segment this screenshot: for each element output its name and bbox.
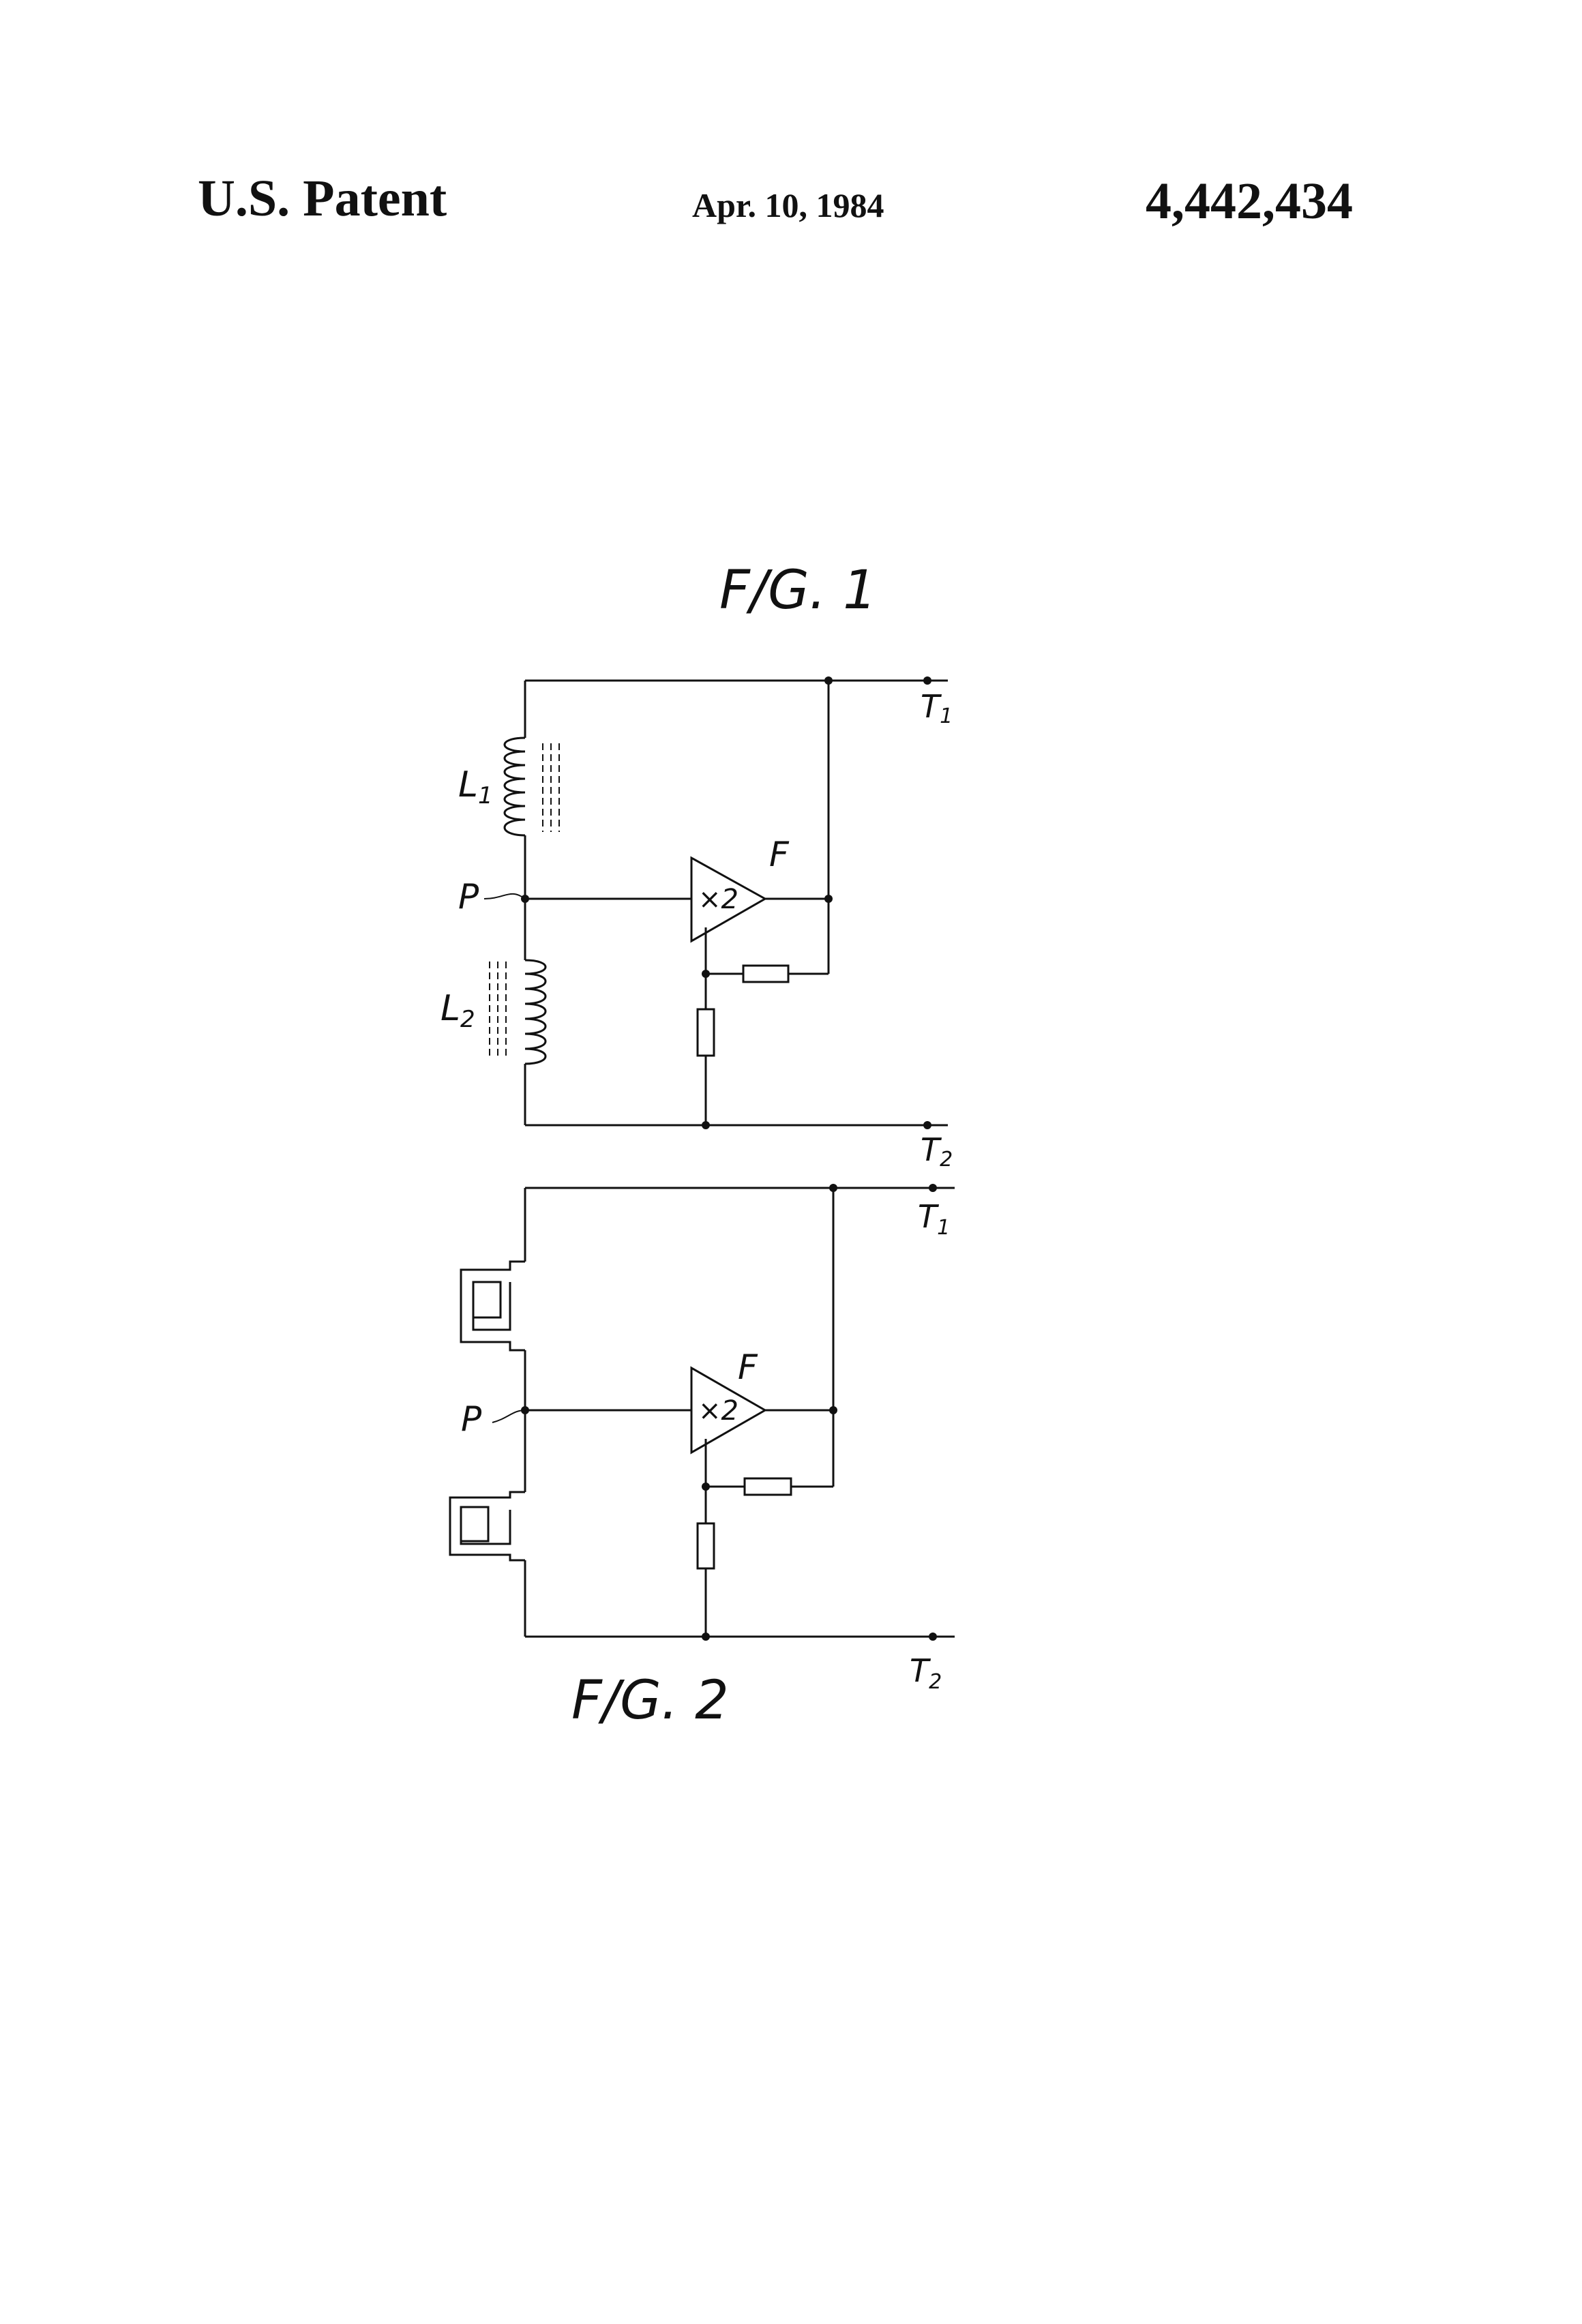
figure-2-wires <box>524 1187 955 1638</box>
junction-dot <box>702 1121 710 1129</box>
patent-date: Apr. 10, 1984 <box>692 186 884 224</box>
amplifier-gain-label: ×2 <box>698 884 738 915</box>
junction-dot <box>829 1406 837 1414</box>
junction-dot <box>824 676 833 685</box>
terminal-t1-dot <box>929 1184 937 1192</box>
junction-dot <box>702 1483 710 1491</box>
node-p-label: P <box>461 1399 482 1439</box>
terminal-t2-dot <box>929 1633 937 1641</box>
inductor-l1-label: L1 <box>458 764 493 809</box>
inductor-l2-label: L2 <box>441 988 475 1033</box>
terminal-t2-label: T2 <box>921 1131 953 1172</box>
ground-resistor-fig1 <box>696 1008 715 1057</box>
figure-1: F/G. 1 L1 <box>441 560 953 1172</box>
amplifier-f-fig2 <box>690 1366 768 1455</box>
junction-dot <box>521 1406 529 1414</box>
node-p-label: P <box>458 877 479 917</box>
junction-dot <box>824 895 833 903</box>
figure-1-wires <box>524 679 948 1127</box>
figure-1-title: F/G. 1 <box>719 560 877 621</box>
crystal-element-bottom <box>449 1491 525 1562</box>
node-p-leader <box>483 893 526 899</box>
figure-2: ×2 F P T1 T2 F/G. 2 <box>449 1184 955 1731</box>
amplifier-f-fig1 <box>690 856 768 943</box>
figure-2-title: F/G. 2 <box>571 1670 729 1731</box>
terminal-t1-label: T1 <box>921 688 953 728</box>
amplifier-gain-label: ×2 <box>698 1395 738 1427</box>
junction-dot <box>829 1184 837 1192</box>
node-p-leader <box>492 1410 526 1423</box>
terminal-t1-dot <box>923 676 931 685</box>
amplifier-name-label: F <box>738 1347 758 1387</box>
patent-header-label: U.S. Patent <box>198 170 447 227</box>
junction-dot <box>521 895 529 903</box>
feedback-resistor-fig2 <box>743 1477 792 1496</box>
ground-resistor-fig2 <box>696 1522 715 1570</box>
terminal-t2-label: T2 <box>910 1652 942 1694</box>
inductor-l1 <box>503 736 560 837</box>
feedback-resistor-fig1 <box>742 964 790 983</box>
junction-dot <box>702 970 710 978</box>
terminal-t2-dot <box>923 1121 931 1129</box>
terminal-t1-label: T1 <box>918 1198 950 1240</box>
inductor-l2 <box>489 959 547 1065</box>
patent-number: 4,442,434 <box>1146 173 1353 230</box>
amplifier-name-label: F <box>769 835 790 874</box>
crystal-element-top <box>460 1260 525 1352</box>
junction-dot <box>702 1633 710 1641</box>
